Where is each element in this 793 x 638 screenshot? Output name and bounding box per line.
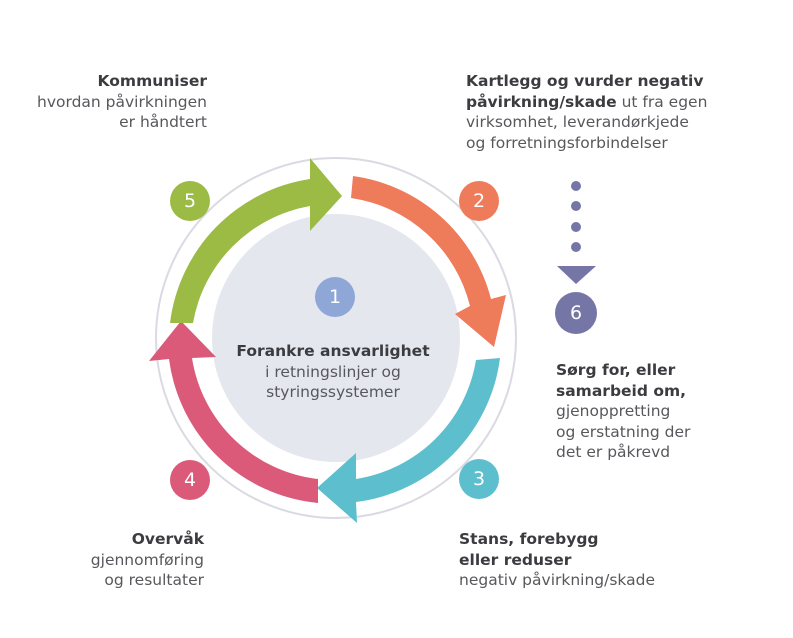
- step-3-title: Stans, forebygg: [459, 530, 599, 548]
- step-4-title: Overvåk: [131, 530, 204, 548]
- step-4-line-3: og resultater: [104, 571, 204, 589]
- step-6-line-5: det er påkrevd: [556, 443, 671, 461]
- center-label: Forankre ansvarlighet i retningslinjer o…: [213, 341, 453, 403]
- arrow-step-5: [170, 158, 342, 323]
- arrow-step-2: [351, 176, 506, 347]
- step-2-title-2: påvirkning/skade: [466, 92, 617, 111]
- step-3-line-3: negativ påvirkning/skade: [459, 571, 656, 589]
- label-step-5: Kommuniser hvordan påvirkningen er håndt…: [37, 71, 207, 133]
- arrow-step-3: [317, 358, 500, 523]
- step-2-line-3: virksomhet, leverandørkjede: [466, 113, 689, 131]
- connector-arrowhead: [557, 266, 596, 284]
- arrow-step-4: [149, 321, 318, 503]
- step-5-line-2: hvordan påvirkningen: [37, 92, 207, 111]
- badge-step-1: 1: [315, 277, 355, 317]
- badge-step-5: 5: [170, 181, 210, 221]
- label-step-4: Overvåk gjennomføring og resultater: [91, 529, 204, 591]
- step-5-title: Kommuniser: [97, 72, 207, 90]
- center-line-1: i retningslinjer og: [265, 362, 401, 381]
- center-title: Forankre ansvarlighet: [236, 342, 430, 360]
- step-2-title: Kartlegg og vurder negativ: [466, 72, 704, 90]
- step-6-title-2: samarbeid om,: [556, 381, 687, 400]
- badge-step-3: 3: [459, 459, 499, 499]
- connector-dot: [571, 181, 581, 191]
- step-6-line-4: og erstatning der: [556, 422, 691, 441]
- step-6-line-3: gjenoppretting: [556, 402, 671, 420]
- badge-step-6: 6: [555, 292, 597, 334]
- center-line-2: styringssystemer: [266, 383, 400, 401]
- step-4-line-2: gjennomføring: [90, 550, 204, 569]
- label-step-3: Stans, forebygg eller reduser negativ på…: [459, 529, 655, 591]
- connector-dot: [571, 201, 581, 211]
- center-circle: [212, 214, 460, 462]
- label-step-2: Kartlegg og vurder negativ påvirkning/sk…: [466, 71, 707, 153]
- badge-step-4: 4: [170, 460, 210, 500]
- badge-step-2: 2: [459, 181, 499, 221]
- step-3-title-2: eller reduser: [459, 550, 572, 569]
- outer-ring: [155, 157, 517, 519]
- step-6-title: Sørg for, eller: [556, 361, 676, 379]
- step-2-line-4: og forretningsforbindelser: [466, 133, 668, 152]
- connector-dot: [571, 242, 581, 252]
- step-2-rest: ut fra egen: [616, 92, 708, 111]
- step-5-line-3: er håndtert: [119, 113, 207, 131]
- label-step-6: Sørg for, eller samarbeid om, gjenoppret…: [556, 360, 690, 463]
- connector-dot: [571, 222, 581, 232]
- dotted-connector: [571, 181, 581, 252]
